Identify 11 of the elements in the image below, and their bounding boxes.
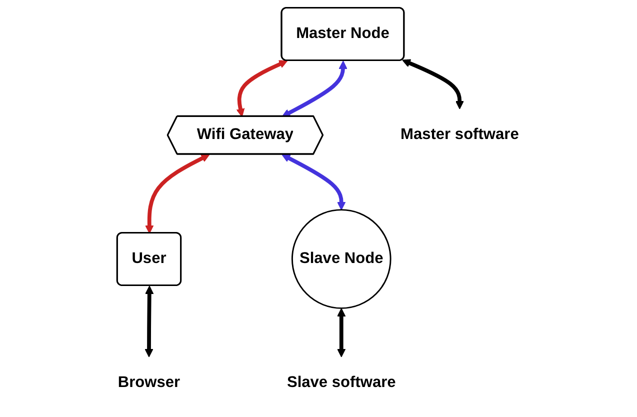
node-text: Browser [118, 374, 180, 391]
arrow [236, 60, 288, 117]
arrow [282, 154, 346, 210]
node-circle: Slave Node [292, 209, 392, 309]
arrow [144, 286, 154, 358]
node-text: Master software [400, 126, 519, 143]
arrow [402, 59, 464, 110]
arrow [282, 60, 348, 117]
node-text: Slave software [287, 374, 396, 391]
arrow [337, 308, 346, 358]
arrow [145, 154, 210, 234]
